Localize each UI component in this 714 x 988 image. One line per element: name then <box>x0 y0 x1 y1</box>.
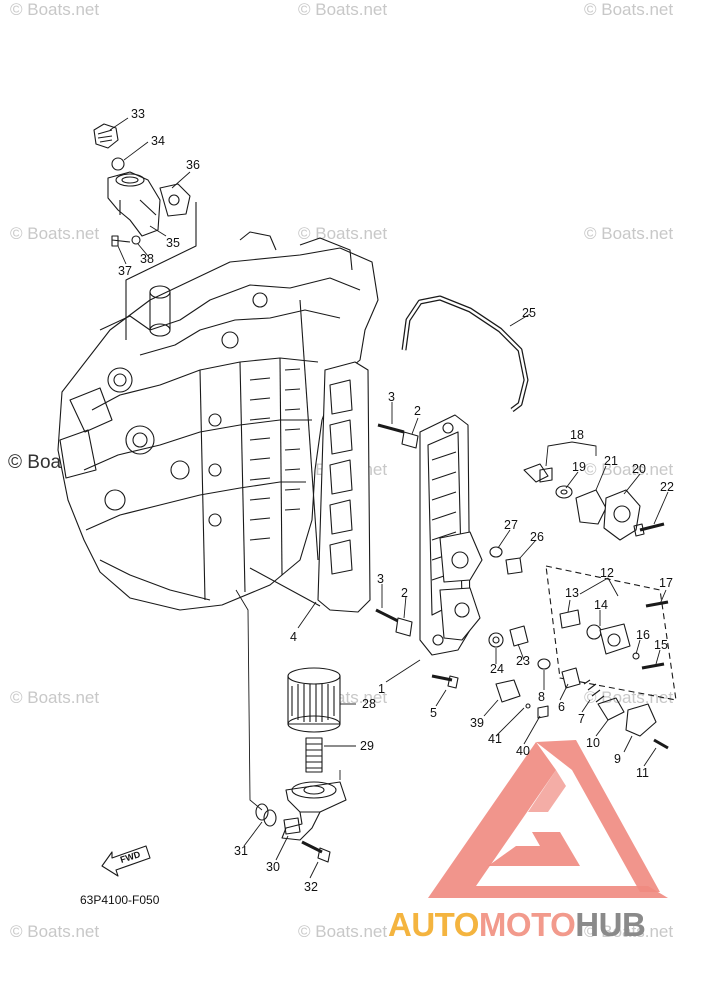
exhaust-cover <box>419 414 483 656</box>
part-number: 2 <box>401 586 408 600</box>
watermark: © Boats.net <box>10 224 100 243</box>
part-number: 15 <box>654 638 668 652</box>
brand-logo <box>428 740 668 898</box>
part-number: 17 <box>659 576 673 590</box>
part-number: 29 <box>360 739 374 753</box>
leader-lines <box>109 117 669 879</box>
part-number: 13 <box>565 586 579 600</box>
brand-part-hub: HUB <box>575 906 646 943</box>
watermark: © Boats.net <box>298 922 388 941</box>
part-number: 34 <box>151 134 165 148</box>
fwd-arrow-icon <box>101 845 151 877</box>
part-number: 31 <box>234 844 248 858</box>
brand-name: AUTOMOTOHUB <box>388 906 646 944</box>
top-left-parts <box>93 123 197 340</box>
lower-right-parts <box>495 658 669 750</box>
watermark: © Boats.net <box>584 0 674 19</box>
part-number: 21 <box>604 454 618 468</box>
part-number: 40 <box>516 744 530 758</box>
brand-part-moto: MOTO <box>478 906 576 943</box>
part-number: 3 <box>388 390 395 404</box>
watermark: © Boats.net <box>584 224 674 243</box>
watermark: © Boats.net <box>298 0 388 19</box>
engine-block <box>57 231 379 613</box>
group-12 <box>545 565 677 701</box>
part-number: 6 <box>558 700 565 714</box>
oil-filter <box>287 667 341 733</box>
part-number: 28 <box>362 697 376 711</box>
part-number: 39 <box>470 716 484 730</box>
part-number: 5 <box>430 706 437 720</box>
bolts-upper <box>375 423 419 637</box>
watermark: © Boats.net <box>10 688 100 707</box>
part-number: 7 <box>578 712 585 726</box>
part-number: 30 <box>266 860 280 874</box>
watermark: © Boats.net <box>10 922 100 941</box>
filter-base <box>255 781 347 863</box>
part-number: 4 <box>290 630 297 644</box>
part-number: 19 <box>572 460 586 474</box>
spring-29 <box>305 737 323 773</box>
bolt-5 <box>431 674 459 689</box>
part-number: 11 <box>636 766 649 780</box>
part-number: 38 <box>140 252 154 266</box>
part-number: 25 <box>522 306 536 320</box>
brand-part-auto: AUTO <box>388 906 479 943</box>
watermark: © Boats.net <box>584 922 674 941</box>
part-number: 16 <box>636 628 650 642</box>
watermark: © Boats.net <box>584 688 674 707</box>
part-number: 41 <box>488 732 502 746</box>
parts-27-26 <box>489 546 523 575</box>
diagram-code: 63P4100-F050 <box>80 893 160 907</box>
part-number: 36 <box>186 158 200 172</box>
watermark: © Boats.net <box>10 0 100 19</box>
part-number: 9 <box>614 752 621 766</box>
part-number: 12 <box>600 566 614 580</box>
part-number: 8 <box>538 690 545 704</box>
part-number: 1 <box>378 682 385 696</box>
part-number: 14 <box>594 598 608 612</box>
part-number: 18 <box>570 428 584 442</box>
part-number: 35 <box>166 236 180 250</box>
watermark: © Boats.net <box>584 460 674 479</box>
part-number: 27 <box>504 518 518 532</box>
part-number: 37 <box>118 264 132 278</box>
part-number: 26 <box>530 530 544 544</box>
hose-25 <box>401 295 529 412</box>
right-upper-parts <box>523 463 665 541</box>
part-number: 23 <box>516 654 530 668</box>
parts-24-23 <box>488 625 529 648</box>
part-number: 3 <box>377 572 384 586</box>
part-number: 20 <box>632 462 646 476</box>
part-number: 2 <box>414 404 421 418</box>
part-number: 10 <box>586 736 600 750</box>
part-number: 32 <box>304 880 318 894</box>
part-number: 24 <box>490 662 504 676</box>
part-number: 33 <box>131 107 145 121</box>
part-number: 22 <box>660 480 674 494</box>
